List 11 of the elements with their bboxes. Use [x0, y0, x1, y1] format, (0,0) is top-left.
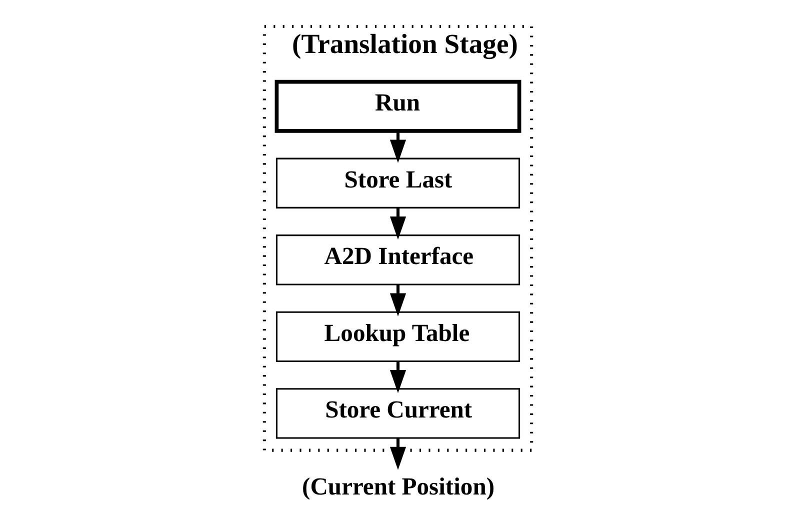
arrow	[390, 362, 406, 394]
node-box: A2D Interface	[276, 234, 520, 286]
node-box: Store Current	[276, 388, 520, 439]
node-box: Store Last	[276, 158, 520, 208]
arrow	[390, 284, 406, 316]
arrow	[390, 208, 406, 240]
node-text: (Current Position)	[302, 473, 495, 500]
node-box: Run	[274, 80, 522, 133]
arrow	[390, 438, 406, 470]
node-box: Lookup Table	[276, 311, 520, 362]
arrow	[390, 131, 406, 163]
